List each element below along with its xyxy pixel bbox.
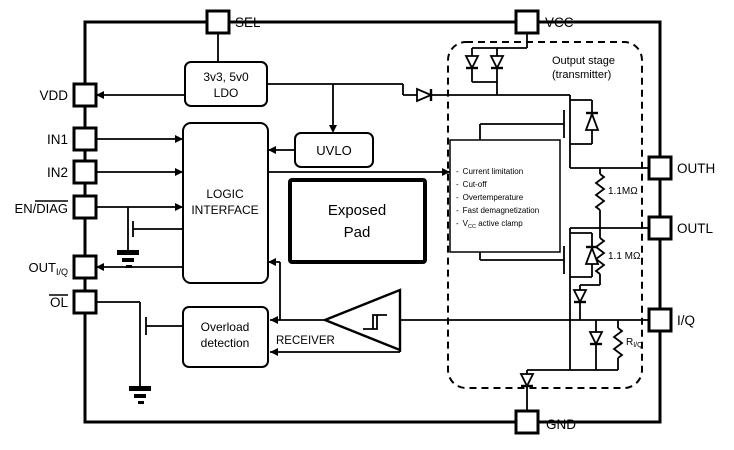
ldo-block (184, 61, 268, 107)
pin-label-iq: I/Q (677, 313, 695, 328)
resistor-1-1mohm-upper (594, 173, 606, 211)
pin-label-gnd: GND (546, 417, 576, 432)
resistor-label-riq: RI/Q (626, 337, 643, 349)
resistor-label-lower: 1.1 MΩ (608, 251, 641, 262)
pin-label-ol: OL (50, 295, 69, 310)
pin-label-in2: IN2 (47, 165, 68, 180)
output-stage-label-2: (transmitter) (552, 69, 611, 81)
pin-label-endiag: EN/DIAG (15, 201, 68, 216)
output-stage-boundary (447, 41, 643, 389)
exposed-pad-label-1: Exposed (328, 202, 386, 219)
arrow-en-to-logic (175, 203, 183, 211)
feature-item-2: -Cut-off (456, 180, 487, 189)
pin-outh (647, 155, 673, 181)
overload-label-1: Overload (201, 320, 250, 334)
pin-ol (72, 289, 98, 315)
arrow-in2-to-logic (175, 168, 183, 176)
resistor-riq (612, 327, 624, 359)
pin-label-outiq: OUTI/Q (29, 260, 68, 277)
uvlo-block (294, 132, 374, 168)
arrow-logic-to-outputstage (442, 168, 450, 176)
exposed-pad-label-2: Pad (344, 224, 371, 241)
pin-label-outl: OUTL (677, 221, 713, 236)
protection-feature-box (449, 139, 561, 253)
pin-label-outh: OUTH (677, 161, 715, 176)
logic-label-1: LOGIC (206, 187, 244, 201)
feature-item-4: -Fast demagnetization (456, 206, 539, 215)
supply-diode (416, 87, 434, 103)
pin-vdd (72, 82, 98, 108)
gnd-diode (519, 373, 535, 389)
pin-endiag (72, 194, 98, 220)
arrowheads (96, 91, 450, 356)
resistor-label-upper: 1.1MΩ (608, 186, 638, 197)
arrow-sense-to-overload (270, 348, 278, 356)
overload-label-2: detection (201, 336, 250, 350)
demag-diode-iq (588, 331, 604, 347)
arrow-uvlo-to-logic (268, 146, 276, 154)
hysteresis-icon (363, 314, 387, 330)
receiver-label: RECEIVER (276, 335, 335, 347)
clamp-diode-2 (489, 55, 505, 71)
pin-vcc (514, 9, 540, 35)
pin-in2 (72, 159, 98, 185)
pin-gnd (514, 409, 540, 435)
logic-interface-block (182, 122, 269, 284)
pin-outiq (72, 254, 98, 280)
pin-label-sel: SEL (235, 15, 261, 30)
pin-label-vdd: VDD (39, 88, 68, 103)
feature-item-3: -Overtemperature (456, 193, 524, 202)
logic-label-2: INTERFACE (191, 203, 258, 217)
overload-detection-block (182, 306, 269, 368)
arrow-in1-to-logic (175, 135, 183, 143)
exposed-pad-block (288, 178, 427, 264)
arrow-ldo-to-uvlo (329, 125, 337, 133)
pin-label-vcc: VCC (545, 15, 574, 30)
pin-in1 (72, 126, 98, 152)
arrow-into-vdd (96, 91, 104, 99)
feature-item-1: -Current limitation (456, 167, 523, 176)
arrow-receiver-to-overload (270, 316, 278, 324)
ldo-label-2: LDO (214, 86, 239, 100)
output-stage-label-1: Output stage (552, 55, 615, 67)
feature-item-5: -VCC active clamp (456, 219, 523, 230)
ground-symbol-ol (129, 386, 151, 404)
pin-sel (205, 9, 231, 35)
clamp-diode-1 (464, 55, 480, 71)
ldo-label-1: 3v3, 5v0 (203, 70, 249, 84)
highside-body-diode (584, 111, 600, 131)
demag-diode-outl (572, 289, 588, 305)
pin-iq (647, 307, 673, 333)
uvlo-label: UVLO (316, 143, 351, 158)
arrow-into-outiq (96, 263, 104, 271)
pin-label-in1: IN1 (47, 132, 68, 147)
ground-symbol-endiag (117, 250, 139, 268)
arrow-receiver-to-logic (268, 258, 276, 266)
resistor-1-1mohm-lower (594, 237, 606, 275)
lowside-body-diode (584, 245, 600, 265)
receiver-triangle (321, 288, 402, 352)
pin-outl (647, 215, 673, 241)
